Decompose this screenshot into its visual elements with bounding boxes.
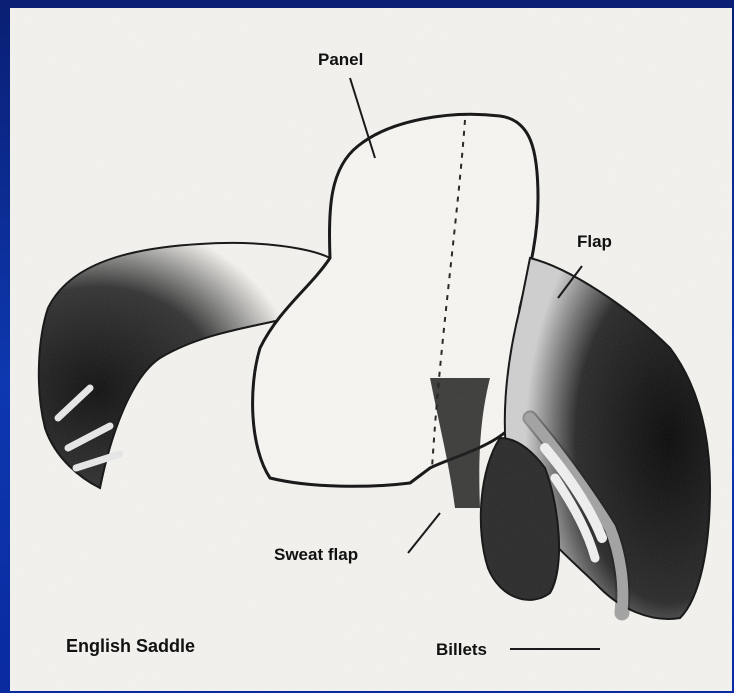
label-flap: Flap	[577, 232, 612, 252]
diagram-title: English Saddle	[66, 636, 195, 657]
saddle-diagram-paper: Panel Flap Sweat flap Billets English Sa…	[10, 8, 732, 691]
english-saddle-drawing	[10, 8, 732, 691]
label-billets: Billets	[436, 640, 487, 660]
label-panel: Panel	[318, 50, 363, 70]
label-sweat-flap: Sweat flap	[274, 545, 358, 565]
